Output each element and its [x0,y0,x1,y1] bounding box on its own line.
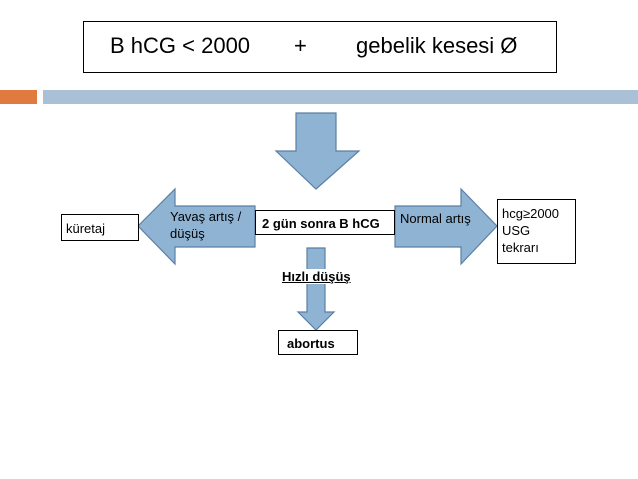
title-hcg-condition: B hCG < 2000 [110,33,251,58]
hcg-usg-box-line3: tekrarı [502,240,539,255]
abortus-box: abortus [278,330,358,355]
abortus-box-label: abortus [287,336,335,351]
right-arrow-label: Normal artış [400,211,471,226]
hcg-usg-box-line2: USG [502,223,531,238]
arrow-down-icon [296,247,336,331]
down-arrow-label: Hızlı düşüş [282,269,351,284]
accent-bar-blue [43,90,638,104]
center-box: 2 gün sonra B hCG [255,210,395,235]
left-arrow-label: Yavaş artış / düşüş [170,208,241,242]
curettage-box: küretaj [61,214,139,241]
center-box-label: 2 gün sonra B hCG [262,216,380,231]
title-box: B hCG < 2000 + gebelik kesesi Ø [83,21,557,73]
accent-bar-orange [0,90,37,104]
left-arrow-label-line1: Yavaş artış / [170,209,242,224]
title-plus: + [294,33,307,58]
hcg-usg-box-line1: hcg≥2000 [502,206,560,221]
title-gestational-sac: gebelik kesesi Ø [356,33,518,58]
arrow-down-icon [274,112,361,190]
curettage-box-label: küretaj [66,221,106,236]
left-arrow-label-line2: düşüş [170,226,205,241]
arrow-right-icon [394,187,498,266]
hcg-usg-box: hcg≥2000 USG tekrarı [497,199,576,264]
